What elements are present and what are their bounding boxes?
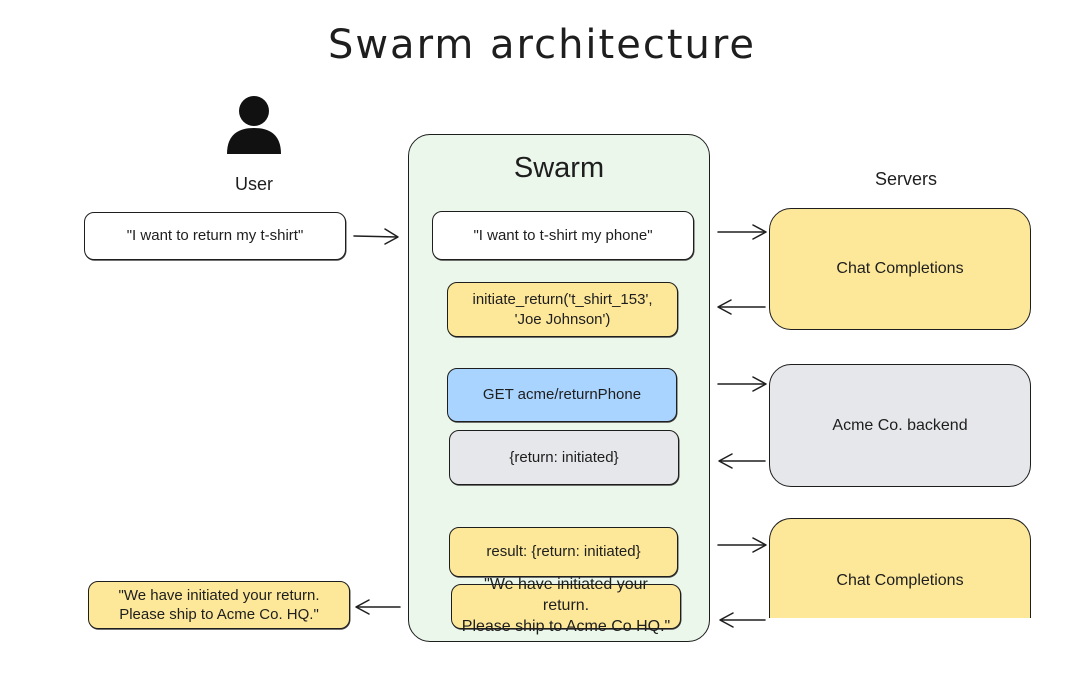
user-label: User (234, 174, 273, 194)
arrow-swarm-to-chat-1 (717, 224, 767, 240)
diagram-title: Swarm architecture (327, 22, 757, 68)
user-icon (227, 96, 281, 154)
swarm-step-tool-result: result: {return: initiated} (449, 527, 678, 577)
arrow-backend-to-swarm (718, 453, 766, 469)
server-acme-backend: Acme Co. backend (769, 364, 1031, 487)
arrow-chat-1-to-swarm (717, 299, 766, 315)
user-final-reply-box: "We have initiated your return. Please s… (88, 581, 350, 629)
servers-label: Servers (874, 169, 937, 189)
swarm-step-http-request: GET acme/returnPhone (447, 368, 677, 422)
server-chat-completions-1: Chat Completions (769, 208, 1031, 330)
swarm-step-user-message: "I want to t-shirt my phone" (432, 211, 694, 260)
server-chat-completions-2: Chat Completions (769, 518, 1031, 618)
arrow-swarm-to-user (355, 599, 401, 615)
user-request-box: "I want to return my t-shirt" (84, 212, 346, 260)
arrow-swarm-to-chat-2 (717, 537, 767, 553)
arrow-chat-2-to-swarm (719, 612, 766, 628)
server-chat-completions-2-label: Chat Completions (836, 571, 964, 589)
arrow-user-to-swarm (353, 228, 399, 245)
swarm-step-backend-response: {return: initiated} (449, 430, 679, 485)
swarm-step-tool-call: initiate_return('t_shirt_153', 'Joe John… (447, 282, 678, 337)
swarm-title: Swarm (513, 152, 605, 184)
arrow-swarm-to-backend (717, 376, 767, 392)
